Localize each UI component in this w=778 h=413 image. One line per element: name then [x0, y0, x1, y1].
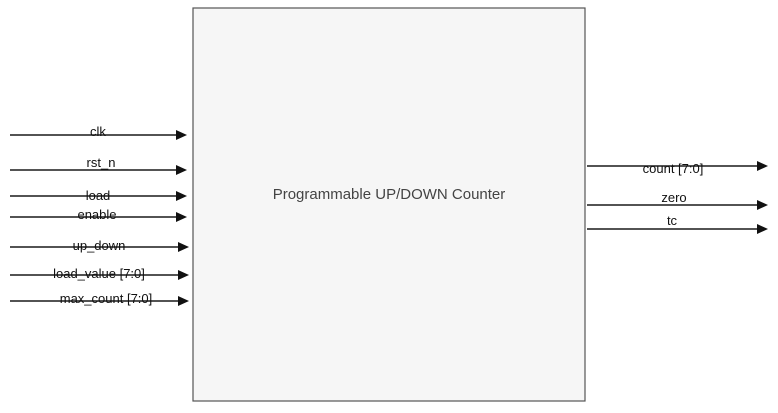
input-clk: clk: [10, 124, 187, 140]
input-up-down: up_down: [10, 238, 189, 253]
input-label-up-down: up_down: [73, 238, 126, 253]
input-arrow-clk: [176, 130, 187, 140]
output-count: count [7:0]: [587, 161, 768, 176]
output-arrow-count: [757, 161, 768, 171]
input-max-count: max_count [7:0]: [10, 291, 189, 306]
input-signals: clk rst_n load enable up_down load_value…: [10, 124, 189, 306]
output-signals: count [7:0] zero tc: [587, 161, 768, 234]
input-rst-n: rst_n: [10, 155, 187, 175]
block-title: Programmable UP/DOWN Counter: [273, 186, 506, 203]
output-zero: zero: [587, 190, 768, 210]
output-arrow-zero: [757, 200, 768, 210]
input-load-value: load_value [7:0]: [10, 266, 189, 281]
input-arrow-up-down: [178, 242, 189, 252]
input-arrow-enable: [176, 212, 187, 222]
output-label-count: count [7:0]: [643, 161, 704, 176]
input-label-load: load: [86, 188, 111, 203]
input-arrow-load: [176, 191, 187, 201]
output-label-zero: zero: [661, 190, 686, 205]
input-arrow-load-value: [178, 270, 189, 280]
counter-block-rect: [192, 7, 586, 402]
input-load: load: [10, 188, 187, 203]
input-arrow-max-count: [178, 296, 189, 306]
counter-block: Programmable UP/DOWN Counter: [192, 7, 586, 402]
input-arrow-rst-n: [176, 165, 187, 175]
input-label-clk: clk: [90, 124, 106, 139]
input-label-rst-n: rst_n: [87, 155, 116, 170]
output-arrow-tc: [757, 224, 768, 234]
input-enable: enable: [10, 207, 187, 222]
input-label-load-value: load_value [7:0]: [53, 266, 145, 281]
output-tc: tc: [587, 213, 768, 234]
output-label-tc: tc: [667, 213, 678, 228]
input-label-enable: enable: [77, 207, 116, 222]
input-label-max-count: max_count [7:0]: [60, 291, 153, 306]
